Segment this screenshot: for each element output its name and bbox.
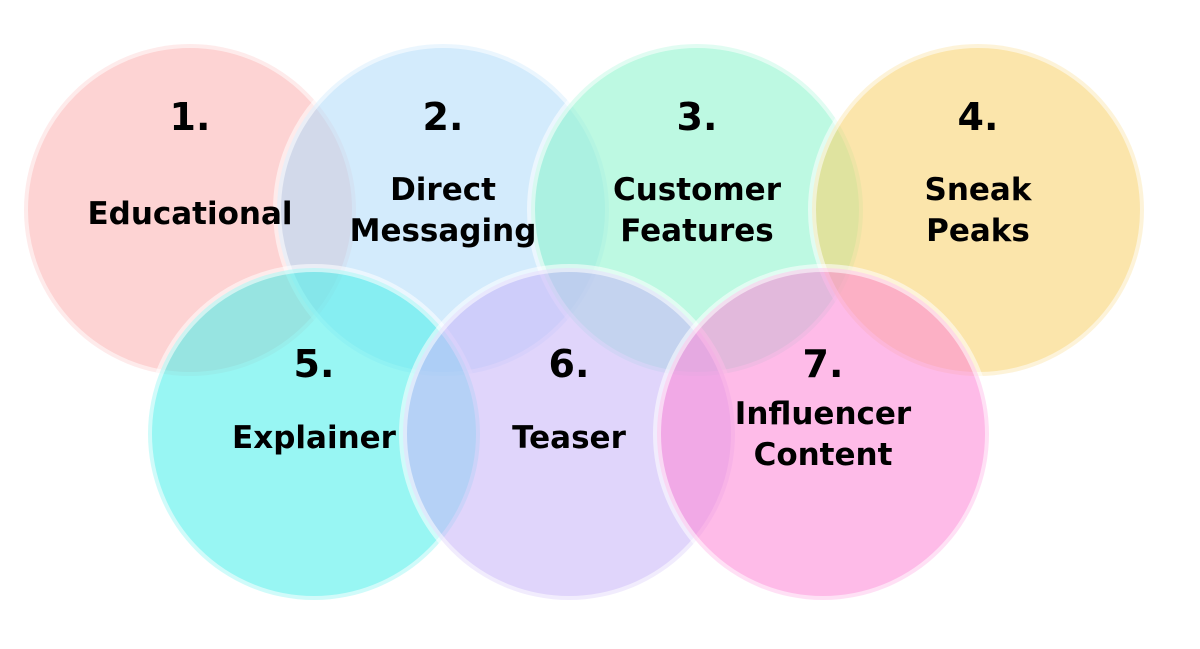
circle-layer <box>20 40 1148 604</box>
item-1-label-line-1: Educational <box>87 196 292 232</box>
item-7-label-line-2: Content <box>754 437 893 473</box>
item-3-number: 3. <box>677 95 718 139</box>
circle-5-label: 5. Explainer <box>232 342 397 456</box>
item-3-label-line-2: Features <box>620 213 774 249</box>
circle-7 <box>653 264 993 604</box>
item-5-label-line-1: Explainer <box>232 420 397 456</box>
item-7-label-line-1: Influencer <box>735 396 912 432</box>
item-3-label-line-1: Customer <box>613 172 782 208</box>
item-2-label-line-1: Direct <box>390 172 496 208</box>
item-4-label-line-2: Peaks <box>926 213 1030 249</box>
circle-6-label: 6. Teaser <box>512 342 626 456</box>
item-7-number: 7. <box>803 342 844 386</box>
item-6-label-line-1: Teaser <box>512 420 626 456</box>
item-1-number: 1. <box>170 95 211 139</box>
item-2-label-line-2: Messaging <box>350 213 537 249</box>
item-2-number: 2. <box>423 95 464 139</box>
item-4-number: 4. <box>958 95 999 139</box>
item-5-number: 5. <box>294 342 335 386</box>
item-4-label-line-1: Sneak <box>925 172 1033 208</box>
item-6-number: 6. <box>549 342 590 386</box>
circle-1-label: 1. Educational <box>87 95 292 232</box>
